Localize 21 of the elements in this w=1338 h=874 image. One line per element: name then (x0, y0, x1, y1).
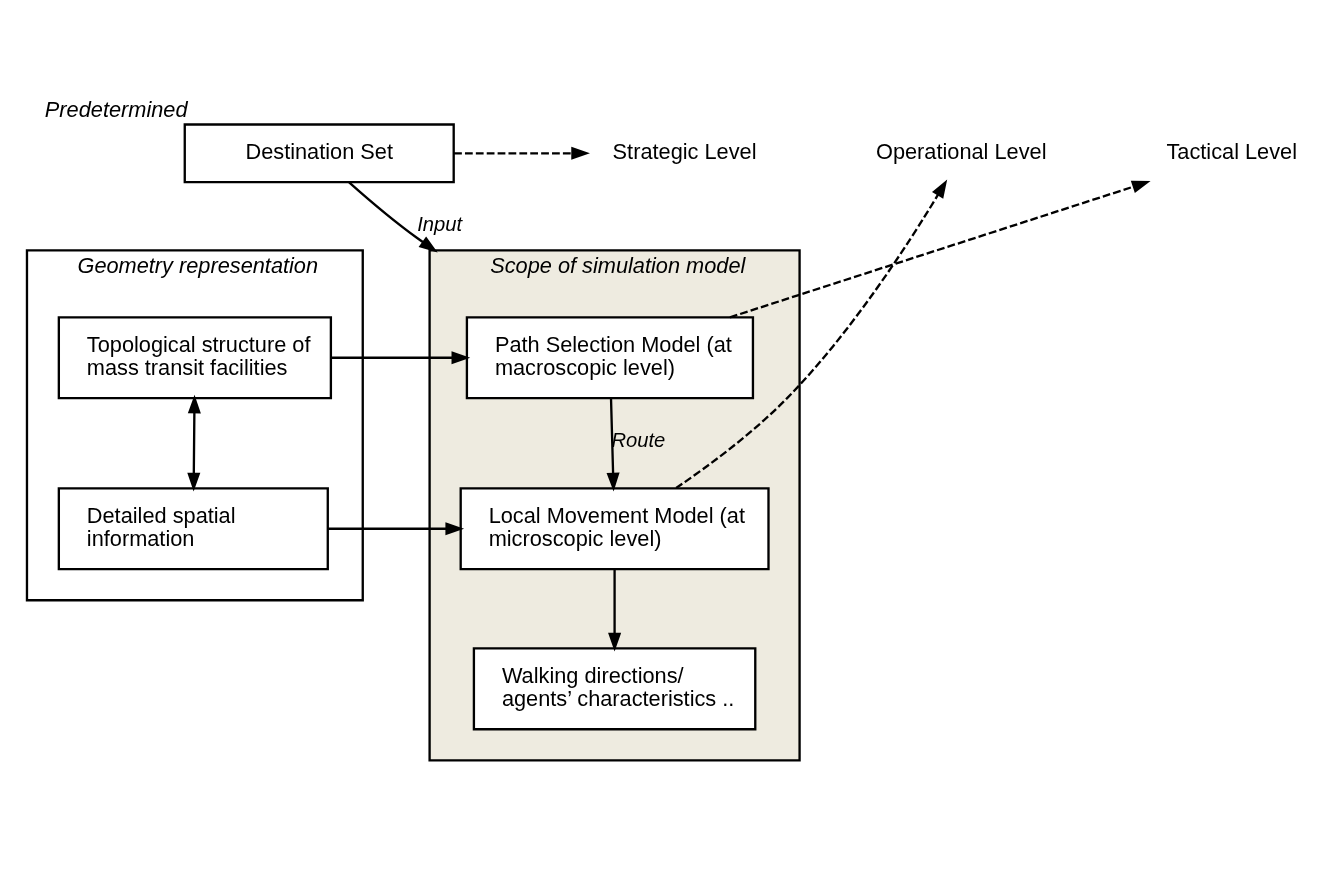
arrow (331, 351, 471, 365)
arrow (608, 569, 622, 652)
arrow (675, 179, 948, 489)
node-box: Walking directions/ agents’ characteristics .. (472, 647, 757, 731)
arrow (187, 394, 201, 492)
arrow (348, 181, 438, 253)
node-box: Topological structure of mass transit facilities (57, 316, 333, 400)
node-box: Path Selection Model (at macroscopic level) (465, 316, 755, 400)
node-label: Predetermined (44, 97, 188, 123)
arrow (454, 146, 590, 160)
edge-label: Route (611, 428, 666, 451)
node-text: Strategic Level (612, 139, 757, 165)
node-box: Destination Set (183, 123, 455, 184)
arrow (606, 398, 620, 492)
node-text: Tactical Level (1166, 139, 1298, 165)
arrow (729, 180, 1151, 319)
node-box: Detailed spatial information (57, 487, 329, 571)
node-box: Local Movement Model (at microscopic level) (459, 487, 770, 571)
arrow (327, 522, 465, 536)
node-text: Operational Level (876, 139, 1047, 165)
edge-label: Input (417, 212, 463, 235)
